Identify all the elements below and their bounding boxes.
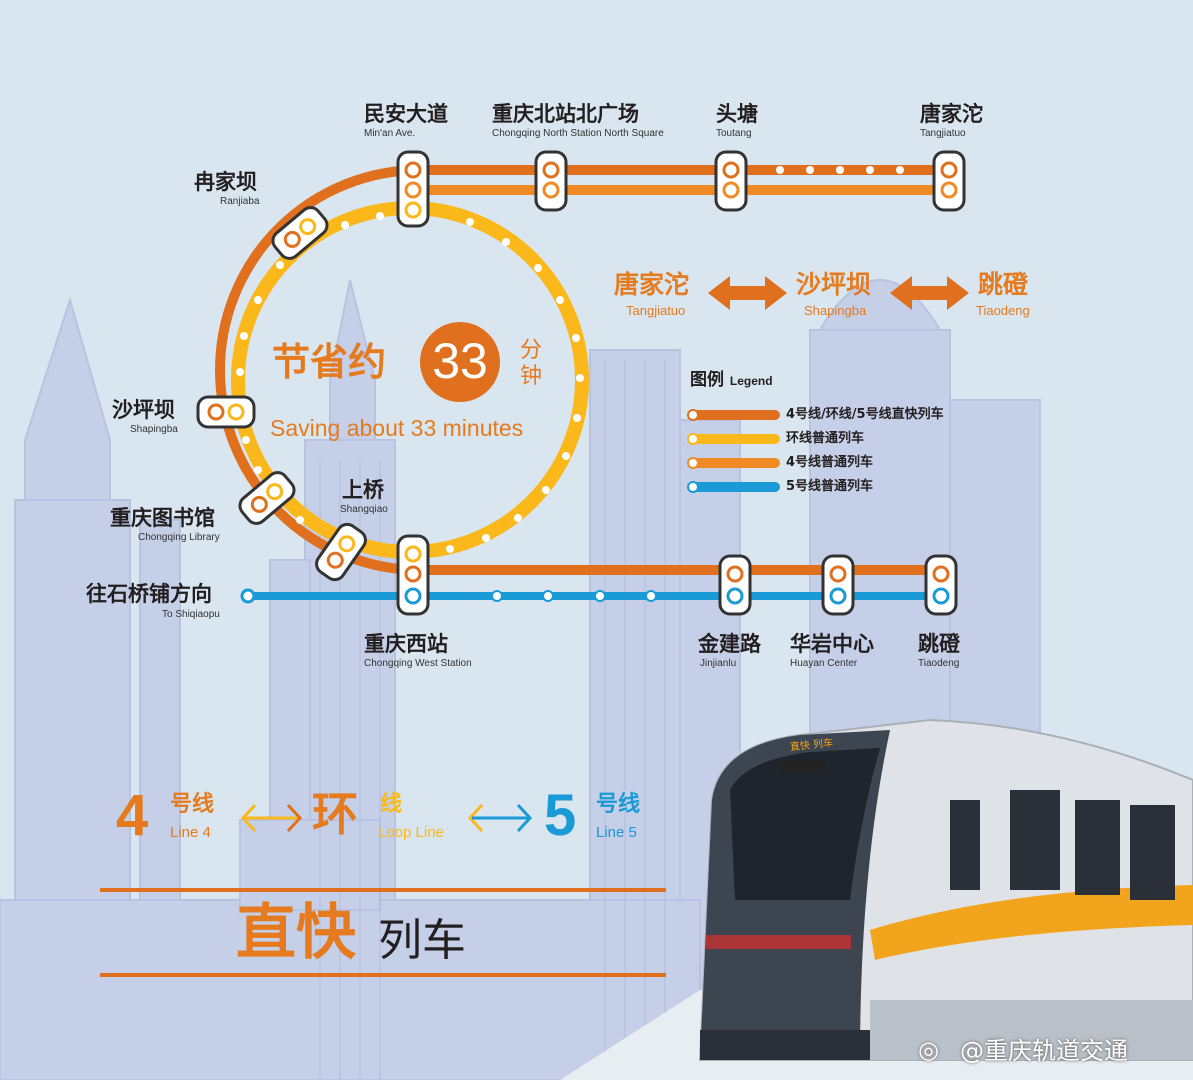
route-arrow-left bbox=[708, 276, 787, 310]
saving-unit-1: 分 bbox=[520, 338, 543, 363]
station-marker-shapingba bbox=[196, 395, 256, 429]
banner-loop-cn2: 线 bbox=[380, 792, 403, 817]
legend-title: 图例 Legend bbox=[690, 370, 773, 391]
station-label-cqxz: 重庆西站 bbox=[364, 632, 448, 656]
banner-line4-num: 4 bbox=[116, 783, 149, 848]
station-label-ranjiaba: 冉家坝 bbox=[194, 170, 257, 194]
saving-prefix: 节省约 bbox=[272, 340, 387, 384]
station-marker-cqxz bbox=[396, 534, 430, 616]
banner-line4-cn: 号线 bbox=[170, 792, 215, 817]
banner-title-big: 直快 bbox=[236, 898, 356, 968]
legend-item-loop: 环线普通列车 bbox=[786, 431, 865, 446]
line5-dots bbox=[491, 590, 657, 602]
banner-loop-cn: 环 bbox=[312, 787, 358, 841]
route-from-en: Tangjiatuo bbox=[626, 303, 686, 318]
station-marker-tangjiatuo bbox=[932, 150, 966, 212]
station-label-shapingba: 沙坪坝 bbox=[112, 398, 175, 422]
route-from-cn: 唐家沱 bbox=[614, 270, 690, 299]
station-label-tiaodeng: 跳磴 bbox=[918, 632, 960, 656]
banner-line5-en: Line 5 bbox=[596, 824, 637, 841]
station-marker-minan bbox=[396, 150, 430, 228]
station-marker-shangqiao bbox=[315, 522, 367, 582]
route-mid-cn: 沙坪坝 bbox=[796, 270, 872, 299]
station-en-tangjiatuo: Tangjiatuo bbox=[920, 128, 966, 139]
station-en-minan: Min'an Ave. bbox=[364, 128, 416, 139]
banner-line5-cn: 号线 bbox=[596, 792, 641, 817]
station-marker-huayan bbox=[821, 554, 855, 616]
station-en-shiqiaopu: To Shiqiaopu bbox=[162, 609, 220, 620]
line5-terminus-dot bbox=[240, 588, 256, 604]
station-label-huayan: 华岩中心 bbox=[790, 632, 874, 656]
station-label-shangqiao: 上桥 bbox=[342, 478, 384, 502]
route-mid-en: Shapingba bbox=[804, 303, 867, 318]
legend-title-en: Legend bbox=[729, 374, 773, 388]
legend-item-line4: 4号线普通列车 bbox=[786, 455, 874, 470]
banner-line5-num: 5 bbox=[544, 783, 577, 848]
station-marker-jinjianlu bbox=[718, 554, 752, 616]
station-label-shiqiaopu: 往石桥铺方向 bbox=[86, 582, 212, 606]
station-en-huayan: Huayan Center bbox=[790, 658, 858, 669]
station-en-shapingba: Shapingba bbox=[130, 424, 178, 435]
station-label-minan: 民安大道 bbox=[364, 102, 448, 126]
station-label-library: 重庆图书馆 bbox=[110, 506, 215, 530]
legend-item-line5: 5号线普通列车 bbox=[786, 479, 874, 494]
legend-item-express: 4号线/环线/5号线直快列车 bbox=[786, 407, 944, 422]
station-marker-tiaodeng bbox=[924, 554, 958, 616]
train-illustration bbox=[698, 718, 1193, 1061]
station-en-tiaodeng: Tiaodeng bbox=[918, 658, 960, 669]
station-marker-library bbox=[238, 471, 296, 525]
legend-title-cn: 图例 bbox=[690, 370, 724, 390]
banner-loop-en: Loop Line bbox=[378, 824, 444, 841]
saving-number: 33 bbox=[432, 333, 488, 389]
saving-unit-2: 钟 bbox=[520, 364, 543, 389]
legend-swatches bbox=[687, 409, 780, 493]
station-en-cqbzbgc: Chongqing North Station North Square bbox=[492, 128, 664, 139]
station-label-tangjiatuo: 唐家沱 bbox=[920, 102, 983, 126]
station-en-jinjianlu: Jinjianlu bbox=[700, 658, 737, 669]
saving-en: Saving about 33 minutes bbox=[270, 415, 524, 441]
banner-arrow-2 bbox=[467, 803, 533, 833]
route-arrow-right bbox=[890, 276, 969, 310]
weibo-icon: ◎ bbox=[918, 1036, 939, 1064]
station-en-toutang: Toutang bbox=[716, 128, 752, 139]
banner-line4-en: Line 4 bbox=[170, 824, 211, 841]
banner-title-small: 列车 bbox=[378, 915, 466, 966]
watermark-text: @重庆轨道交通 bbox=[960, 1037, 1128, 1065]
station-en-ranjiaba: Ranjiaba bbox=[220, 196, 260, 207]
station-en-cqxz: Chongqing West Station bbox=[364, 658, 472, 669]
station-label-cqbzbgc: 重庆北站北广场 bbox=[492, 102, 639, 126]
station-marker-toutang bbox=[714, 150, 748, 212]
station-label-jinjianlu: 金建路 bbox=[698, 632, 761, 656]
station-marker-ranjiaba bbox=[271, 206, 329, 260]
station-label-toutang: 头塘 bbox=[716, 102, 758, 126]
route-to-en: Tiaodeng bbox=[976, 303, 1030, 318]
banner-arrow-1 bbox=[240, 803, 303, 833]
route-to-cn: 跳磴 bbox=[978, 270, 1029, 299]
station-en-shangqiao: Shangqiao bbox=[340, 504, 388, 515]
station-marker-cqbzbgc bbox=[534, 150, 568, 212]
station-en-library: Chongqing Library bbox=[138, 532, 220, 543]
line4-dots bbox=[776, 166, 904, 174]
saving-number-circle bbox=[420, 322, 500, 402]
